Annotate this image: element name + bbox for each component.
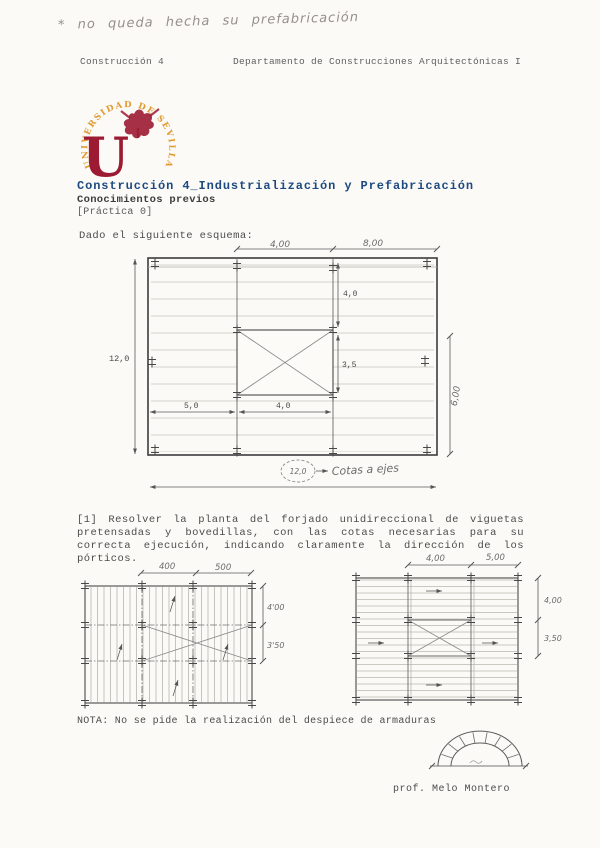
plan-outline (84, 585, 253, 704)
plan-outline (147, 257, 438, 456)
header-department: Departamento de Construcciones Arquitect… (233, 56, 522, 67)
dimension-opening-top: 4,0 (336, 263, 358, 327)
dimension-opening-width: 4,0 (239, 402, 331, 414)
dim-label: 5,00 (486, 553, 505, 563)
dim-label: 4,0 (276, 402, 291, 411)
arch-doodle (428, 730, 530, 770)
handwritten-margin-note: * no queda hecha su prefabricación (57, 10, 360, 33)
dim-label: 4,00 (426, 554, 445, 564)
span-direction-arrows (116, 595, 229, 697)
dim-label: 4'00 (267, 603, 284, 612)
page-title: Construcción 4_Industrialización y Prefa… (77, 179, 474, 193)
dimension-left: 12,0 (109, 259, 137, 454)
dimension-opening-height: 3,5 (336, 335, 357, 393)
logo-figure (120, 108, 160, 139)
dim-label: 3,5 (342, 361, 357, 370)
university-logo: UNIVERSIDAD DE SEVILLA U (80, 100, 175, 189)
stair-opening (141, 624, 253, 662)
cotas-a-ejes-note: 12,0 Cotas a ejes (280, 459, 400, 483)
dim-label: 6,00 (450, 385, 463, 407)
solution-sketch-left: 400 500 4'00 3'50 (80, 562, 284, 709)
joist-hatching (86, 587, 251, 702)
dimension-right: 4'00 3'50 (259, 582, 284, 665)
intro-line: Dado el siguiente esquema: (79, 230, 254, 242)
bubble-value: 12,0 (290, 467, 307, 476)
stair-opening (407, 619, 472, 657)
nota-line: NOTA: No se pide la realización del desp… (77, 716, 437, 727)
dim-label: 8,00 (363, 239, 383, 249)
arch-voussoir-hatching (441, 732, 519, 759)
dim-label: 3'50 (267, 641, 284, 650)
stair-opening (236, 329, 334, 396)
plan-outline (355, 577, 519, 701)
practice-label: [Práctica 0] (77, 207, 153, 218)
dim-label: 400 (159, 562, 175, 572)
dimension-bay-left: 5,0 (150, 402, 235, 414)
dimension-top: 4,00 8,00 (233, 239, 441, 253)
solution-sketch-right: 4,00 5,00 4,00 3,50 (351, 553, 562, 706)
signature: prof. Melo Montero (393, 784, 511, 795)
logo-letter-u: U (82, 125, 129, 189)
dim-label: 4,00 (544, 596, 562, 605)
dimension-top: 4,00 5,00 (404, 553, 522, 569)
dim-label: 500 (215, 563, 231, 573)
dimension-top: 400 500 (137, 562, 255, 577)
dimension-right: 4,00 3,50 (534, 574, 562, 660)
task-statement: [1] Resolver la planta del forjado unidi… (77, 514, 524, 565)
dim-label: 12,0 (109, 354, 129, 364)
dim-label: 4,0 (343, 290, 358, 299)
page-subtitle: Conocimientos previos (77, 194, 216, 206)
dim-label: 3,50 (544, 634, 562, 643)
dimension-right: 6,00 (446, 332, 463, 458)
bubble-note: Cotas a ejes (331, 461, 399, 478)
dim-label: 5,0 (184, 402, 199, 411)
span-direction-arrows (368, 589, 498, 687)
dim-label: 4,00 (270, 240, 290, 250)
main-plan-diagram: 4,00 8,00 12,0 4,0 3,5 5,0 4,0 (109, 239, 463, 489)
header-course: Construcción 4 (80, 56, 165, 67)
